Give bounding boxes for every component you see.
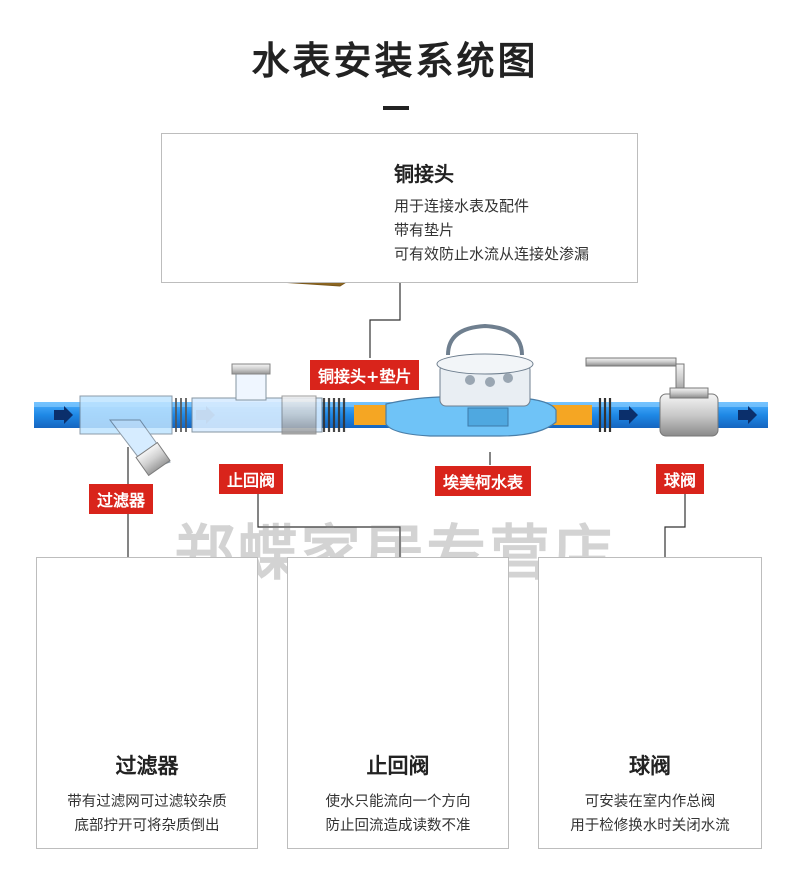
ball-valve-card-desc-1: 可安装在室内作总阀 bbox=[584, 794, 716, 810]
ball-valve-card-desc-2: 用于检修换水时关闭水流 bbox=[570, 818, 730, 834]
connector-info-box: 铜接头 用于连接水表及配件 带有垫片 可有效防止水流从连接处渗漏 bbox=[161, 133, 638, 283]
flow-arrow-icon bbox=[738, 406, 757, 424]
label-filter: 过滤器 bbox=[89, 484, 154, 514]
page-title: 水表安装系统图 bbox=[251, 39, 539, 83]
label-connector-gasket: 铜接头+垫片 bbox=[310, 360, 420, 390]
flow-arrow-icon bbox=[619, 406, 638, 424]
filter-card-desc-2: 底部拧开可将杂质倒出 bbox=[74, 818, 220, 834]
check-valve-card: 止回阀 使水只能流向一个方向 防止回流造成读数不准 bbox=[287, 557, 509, 849]
flow-arrow-icon bbox=[54, 406, 73, 424]
line-top-box bbox=[369, 281, 401, 358]
water-meter-illustration bbox=[385, 323, 557, 437]
line-ball-valve bbox=[664, 490, 686, 557]
ball-valve-handle bbox=[585, 357, 677, 367]
check-valve-card-title: 止回阀 bbox=[366, 754, 430, 778]
ball-valve-card-title: 球阀 bbox=[629, 754, 671, 778]
ball-valve-illustration bbox=[585, 357, 719, 437]
line-check-valve bbox=[257, 490, 401, 557]
filter-card-title: 过滤器 bbox=[115, 754, 179, 778]
filter-illustration bbox=[79, 395, 187, 477]
label-ball-valve: 球阀 bbox=[656, 464, 705, 494]
connector-desc-2: 带有垫片 bbox=[394, 221, 455, 239]
filter-card-desc-1: 带有过滤网可过滤较杂质 bbox=[67, 794, 227, 810]
check-valve-card-desc-1: 使水只能流向一个方向 bbox=[325, 794, 471, 810]
label-water-meter: 埃美柯水表 bbox=[435, 466, 532, 496]
filter-card: 过滤器 带有过滤网可过滤较杂质 底部拧开可将杂质倒出 bbox=[36, 557, 258, 849]
check-valve-card-desc-2: 防止回流造成读数不准 bbox=[325, 818, 471, 834]
label-check-valve: 止回阀 bbox=[219, 464, 284, 494]
gasket-right bbox=[552, 405, 592, 425]
connector-desc-3: 可有效防止水流从连接处渗漏 bbox=[394, 245, 590, 263]
connector-desc-1: 用于连接水表及配件 bbox=[394, 197, 530, 215]
connector-title: 铜接头 bbox=[394, 162, 454, 186]
ball-valve-card: 球阀 可安装在室内作总阀 用于检修换水时关闭水流 bbox=[538, 557, 762, 849]
connector-lines bbox=[127, 281, 686, 557]
gasket-left bbox=[354, 405, 392, 425]
check-valve-illustration bbox=[191, 363, 346, 435]
title-underline bbox=[383, 106, 409, 110]
